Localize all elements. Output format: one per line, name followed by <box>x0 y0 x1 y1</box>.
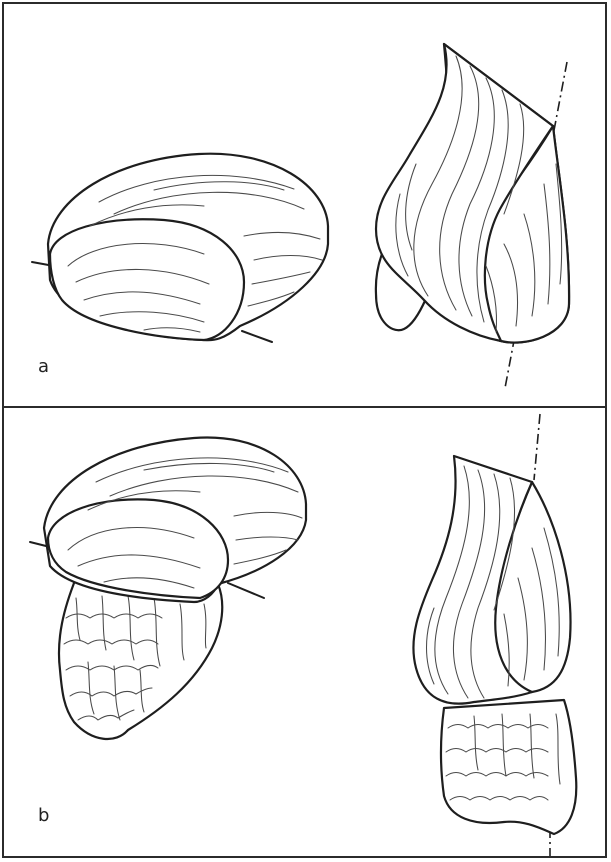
panel-b-drawing <box>4 408 609 860</box>
ring-axis-right <box>228 583 264 598</box>
panel-b: b <box>2 406 607 858</box>
panel-a: a <box>2 2 607 408</box>
horizontal-ring <box>32 154 328 342</box>
loop-scaly-tail <box>441 700 576 834</box>
panel-a-drawing <box>4 4 609 410</box>
loop-axis-top <box>534 414 540 480</box>
loop-with-tail <box>413 414 576 856</box>
ring-axis-right <box>242 331 272 342</box>
ring-with-tail <box>30 437 306 739</box>
panel-label-b: b <box>38 805 49 826</box>
vertical-loop <box>376 44 569 388</box>
panel-label-a: a <box>38 356 49 377</box>
